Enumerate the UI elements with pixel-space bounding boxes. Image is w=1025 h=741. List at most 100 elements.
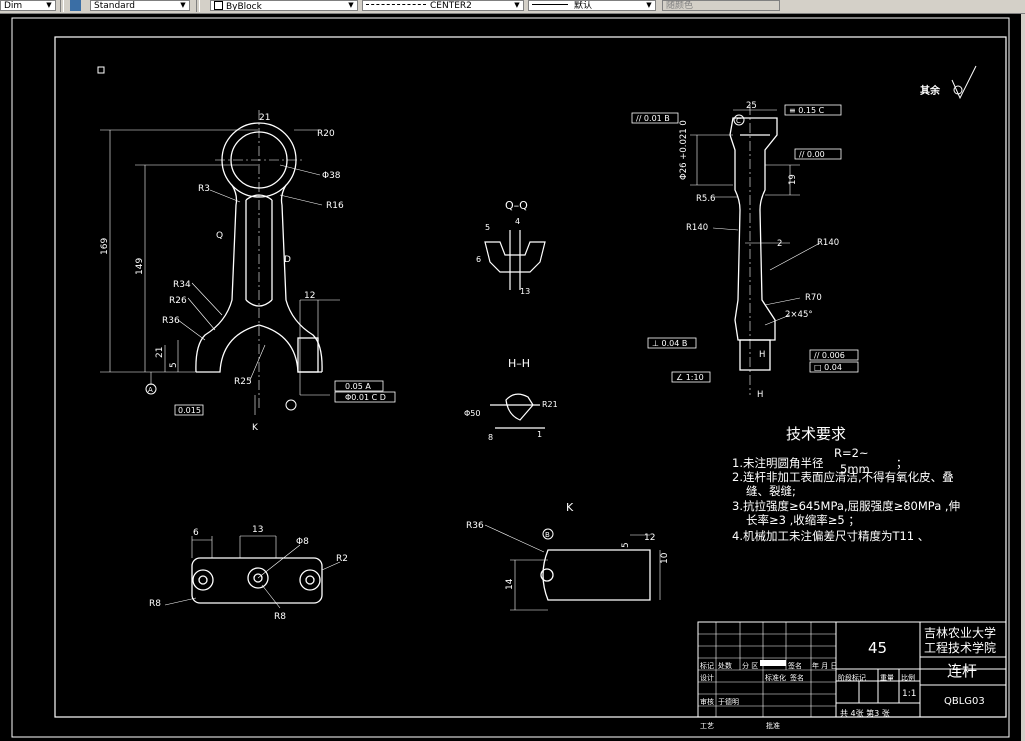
dim-text: 12 — [304, 291, 315, 301]
svg-text:⊥ 0.04 B: ⊥ 0.04 B — [652, 339, 687, 348]
tech-req-line4: 4.机械加工未注偏差尺寸精度为T11 、 — [732, 529, 930, 543]
svg-text:1: 1 — [537, 430, 542, 439]
tech-requirements-title: 技术要求 — [786, 425, 847, 443]
chevron-down-icon: ▼ — [348, 1, 354, 9]
ucs-marker — [97, 66, 105, 74]
dim-text: R36 — [162, 316, 180, 326]
svg-text:R70: R70 — [805, 293, 822, 303]
left-tolerance-texts: 0.015 0.05 A Φ0.01 C D — [178, 382, 386, 415]
plot-style-value: 随颜色 — [666, 1, 694, 11]
svg-text:Φ26 +0.021 0: Φ26 +0.021 0 — [679, 120, 689, 180]
inner-frame — [54, 36, 1007, 718]
svg-text:// 0.006: // 0.006 — [814, 351, 845, 360]
svg-text:H: H — [757, 390, 763, 400]
svg-text:R36: R36 — [466, 521, 484, 531]
school-line2: 工程技术学院 — [924, 641, 997, 655]
chevron-down-icon: ▼ — [646, 1, 652, 9]
design-label: 设计 — [700, 674, 714, 682]
text-style-select[interactable]: Standard▼ — [90, 0, 190, 11]
dim-text: R3 — [198, 184, 210, 194]
dim-style-select[interactable]: Dim▼ — [0, 0, 56, 11]
rod-cap-top-view — [191, 557, 323, 604]
weight-label: 重量 — [880, 674, 894, 682]
svg-text:R8: R8 — [274, 612, 286, 622]
svg-text:10: 10 — [660, 552, 670, 564]
svg-text:R140: R140 — [686, 223, 708, 233]
approve-label: 批准 — [766, 722, 780, 730]
plot-style-select[interactable]: 随颜色 — [662, 0, 780, 11]
dim-text: R20 — [317, 129, 335, 139]
process-label: 工艺 — [700, 722, 714, 730]
section-qq-shape — [484, 230, 546, 290]
svg-text:Φ8: Φ8 — [296, 537, 309, 547]
toolbar-separator — [60, 0, 64, 12]
chevron-down-icon: ▼ — [180, 1, 186, 9]
roughness-symbol — [951, 65, 977, 100]
svg-text:R8: R8 — [149, 599, 161, 609]
rod-side-view — [729, 117, 778, 371]
view-k-dim-lines — [484, 524, 661, 611]
tech-req-line1: 1.未注明圆角半径 — [732, 456, 824, 470]
material-value: 45 — [868, 639, 888, 657]
section-hh-dims: Φ50 R21 1 8 — [464, 400, 558, 442]
svg-text:2: 2 — [777, 239, 782, 249]
view-k-title: K — [566, 501, 574, 514]
rod-dim-texts: R20 Φ38 R16 R3 169 149 R34 R26 R36 21 5 … — [100, 113, 344, 433]
datum-a-label: A — [148, 386, 153, 394]
tech-req-line2: 2.连杆非加工表面应清洁,不得有氧化皮、叠 — [732, 470, 954, 484]
datum-b-circle — [542, 528, 554, 540]
row-label-mark: 标记 — [700, 662, 714, 670]
color-swatch — [214, 1, 223, 10]
title-block-grid — [697, 621, 1007, 718]
svg-text:6: 6 — [193, 528, 199, 538]
cap-dim-texts: 6 13 Φ8 R2 R8 R8 — [149, 525, 348, 622]
reviewer-name: 于德明 — [718, 698, 739, 706]
datum-b-label: B — [545, 531, 550, 539]
svg-text:14: 14 — [505, 578, 515, 590]
text-style-icon[interactable] — [70, 0, 81, 11]
linetype-select[interactable]: CENTER2▼ — [362, 0, 524, 11]
dim-text: 169 — [100, 238, 110, 255]
svg-text:∠ 1:10: ∠ 1:10 — [676, 373, 704, 382]
dim-text: 149 — [135, 258, 145, 275]
svg-text:13: 13 — [252, 525, 263, 535]
drawing-number: QBLG03 — [944, 696, 985, 707]
section-qq-dims: 5 4 6 13 — [476, 217, 530, 296]
lineweight-select[interactable]: 默认▼ — [528, 0, 656, 11]
dim-text: K — [252, 423, 259, 433]
view-k-shape — [540, 549, 651, 601]
tol-text: 0.05 A — [345, 382, 371, 391]
drawing-canvas[interactable]: 其余 R20 — [0, 14, 1025, 741]
toolbar-separator — [196, 0, 200, 12]
side-view-dim-texts: 25 Φ26 +0.021 0 19 R5.6 R140 2 R140 R70 … — [679, 101, 839, 400]
dim-text: D — [284, 255, 291, 265]
scale-value: 1:1 — [902, 689, 917, 699]
sheets-label: 共 4张 第3 张 — [840, 709, 890, 718]
svg-text:H: H — [759, 350, 765, 360]
dim-text: R26 — [169, 296, 187, 306]
roughness-note: 其余 — [920, 84, 941, 97]
linetype-preview — [366, 4, 426, 5]
tech-req-line3: 3.抗拉强度≥645MPa,屈服强度≥80MPa ,伸 — [732, 499, 961, 513]
svg-text:25: 25 — [746, 101, 757, 111]
title-block-thin-grid — [698, 622, 836, 717]
svg-text:8: 8 — [488, 433, 493, 442]
tech-req-line1-end: ； — [896, 456, 908, 470]
color-select[interactable]: ByBlock ▼ — [210, 0, 358, 11]
lineweight-preview — [532, 4, 568, 5]
svg-text:R5.6: R5.6 — [696, 194, 715, 204]
rod-dimension-lines — [100, 110, 340, 415]
color-value: ByBlock — [226, 2, 262, 11]
svg-text:6: 6 — [476, 255, 481, 264]
dim-text: R34 — [173, 280, 191, 290]
svg-text:□ 0.04: □ 0.04 — [814, 363, 842, 372]
left-tolerance-frames — [174, 380, 396, 416]
dim-style-value: Dim — [4, 1, 23, 11]
tol-text: Φ0.01 C D — [345, 393, 386, 402]
review-label: 审核 — [700, 698, 714, 706]
row-label-count: 处数 — [718, 662, 732, 670]
dim-text: R25 — [234, 377, 252, 387]
dim-text: Q — [216, 231, 223, 241]
tech-req-line2b: 缝、裂缝; — [746, 484, 796, 498]
ratio-label: 比例 — [901, 674, 915, 682]
